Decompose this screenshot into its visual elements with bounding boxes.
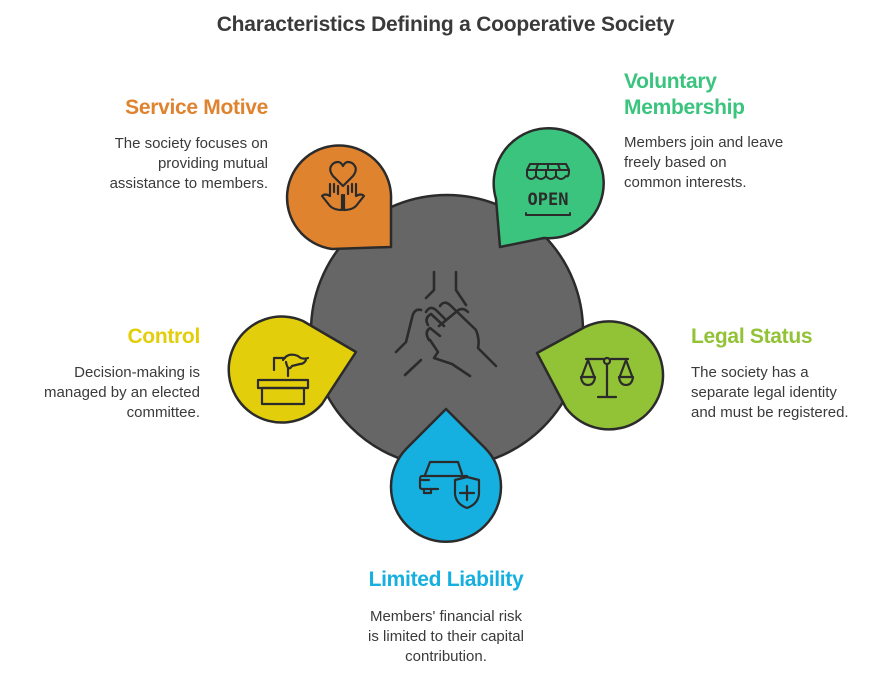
voluntary-membership-block: Voluntary Membership Members join and le… xyxy=(624,69,864,193)
service-motive-line-3: assistance to members. xyxy=(109,175,268,192)
service-motive-heading: Service Motive xyxy=(125,96,268,119)
service-motive-block: Service Motive The society focuses on pr… xyxy=(60,95,269,194)
legal-status-line-3: and must be registered. xyxy=(691,404,849,421)
legal-status-heading: Legal Status xyxy=(691,325,813,348)
limited-liability-heading: Limited Liability xyxy=(368,568,524,591)
legal-status-line-2: separate legal identity xyxy=(691,384,837,401)
drop-service-motive xyxy=(285,144,393,251)
heart-hands-icon xyxy=(320,160,366,212)
voluntary-membership-line-3: common interests. xyxy=(624,174,747,191)
joined-hands-icon xyxy=(394,270,498,378)
control-line-3: committee. xyxy=(126,404,200,421)
limited-liability-line-2: is limited to their capital xyxy=(368,628,524,645)
control-heading: Control xyxy=(127,325,200,348)
diagram-title: Characteristics Defining a Cooperative S… xyxy=(216,13,675,36)
voluntary-membership-line-1: Members join and leave xyxy=(624,134,784,151)
service-motive-line-2: providing mutual xyxy=(157,155,268,172)
voluntary-membership-heading-1: Voluntary xyxy=(624,70,717,93)
legal-status-block: Legal Status The society has a separate … xyxy=(691,324,886,423)
limited-liability-line-3: contribution. xyxy=(405,648,487,665)
scales-icon xyxy=(579,356,635,399)
car-shield-icon xyxy=(418,460,481,510)
open-sign-text: OPEN xyxy=(528,190,569,210)
limited-liability-line-1: Members' financial risk xyxy=(369,608,523,625)
service-motive-line-1: The society focuses on xyxy=(114,135,268,152)
ballot-box-icon xyxy=(256,353,310,406)
limited-liability-block: Limited Liability Members' financial ris… xyxy=(326,567,566,667)
control-block: Control Decision-making is managed by an… xyxy=(20,324,200,423)
open-shop-icon xyxy=(525,163,571,216)
drop-voluntary-membership xyxy=(492,126,605,249)
legal-status-line-1: The society has a xyxy=(691,364,809,381)
control-line-2: managed by an elected xyxy=(44,384,200,401)
control-line-1: Decision-making is xyxy=(74,364,200,381)
drop-legal-status xyxy=(535,320,665,431)
drop-control xyxy=(227,315,358,424)
voluntary-membership-heading-2: Membership xyxy=(624,96,745,119)
voluntary-membership-line-2: freely based on xyxy=(624,154,727,171)
